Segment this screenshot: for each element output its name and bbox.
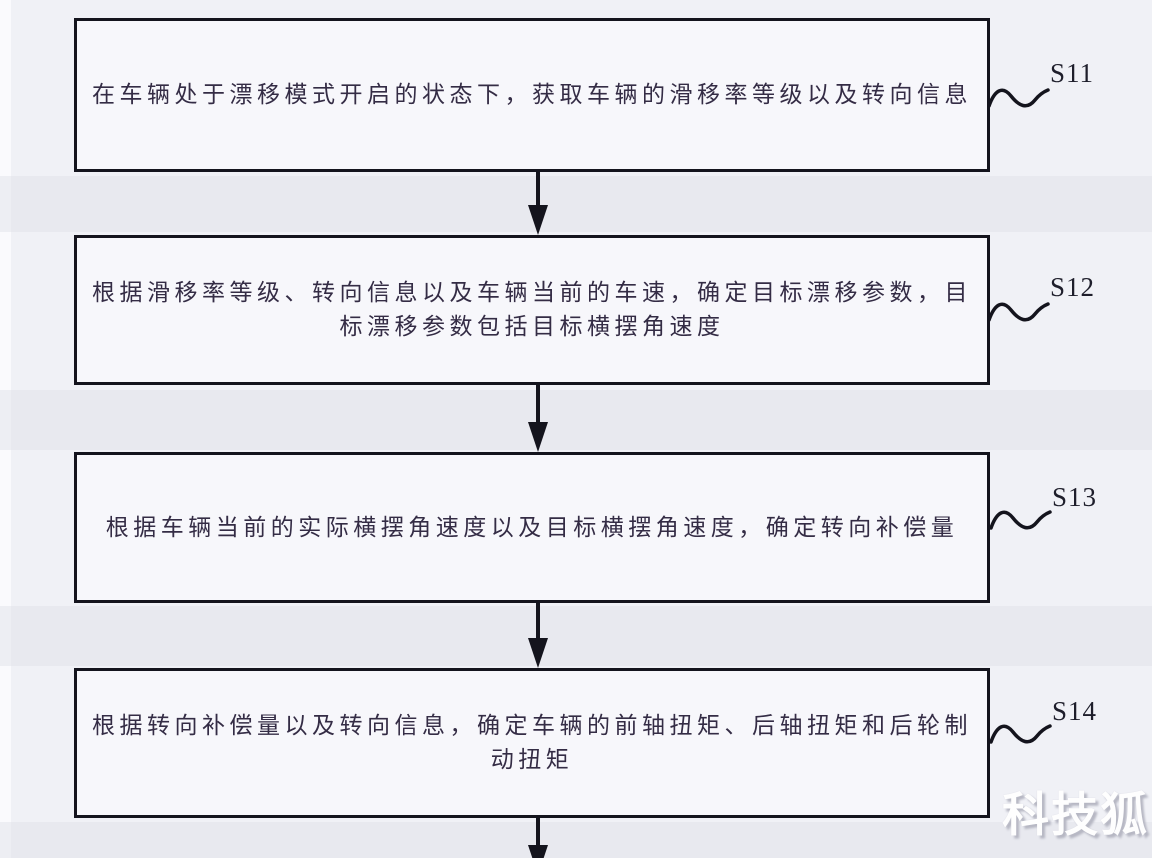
flow-step-text-s11: 在车辆处于漂移模式开启的状态下，获取车辆的滑移率等级以及转向信息 [92,82,972,107]
label-squiggle-icon [988,302,1050,322]
down-arrow-icon [528,603,548,668]
down-arrow-icon [528,385,548,452]
label-squiggle-icon [988,88,1050,108]
flow-step-box-s14: 根据转向补偿量以及转向信息，确定车辆的前轴扭矩、后轴扭矩和后轮制 动扭矩 [74,668,990,818]
background-band [0,822,1152,858]
background-band [0,606,1152,666]
down-arrow-tail-icon [528,818,548,858]
flow-step-text-s14: 根据转向补偿量以及转向信息，确定车辆的前轴扭矩、后轴扭矩和后轮制 动扭矩 [92,713,972,772]
watermark-text: 科技狐 [1002,790,1149,842]
flow-step-text-s12: 根据滑移率等级、转向信息以及车辆当前的车速，确定目标漂移参数，目 标漂移参数包括… [92,280,972,339]
background-band [0,176,1152,232]
background-left-sliver [0,0,11,858]
step-label-s12: S12 [1050,272,1096,302]
step-label-s14: S14 [1052,696,1098,726]
flow-step-text-s13: 根据车辆当前的实际横摆角速度以及目标横摆角速度，确定转向补偿量 [105,514,959,540]
label-squiggle-icon [990,510,1052,530]
step-label-s11: S11 [1050,58,1095,88]
label-squiggle-icon [990,724,1052,744]
flow-step-box-s13: 根据车辆当前的实际横摆角速度以及目标横摆角速度，确定转向补偿量 [74,452,990,603]
down-arrow-icon [528,172,548,235]
background-band [0,390,1152,450]
step-label-s13: S13 [1052,482,1098,512]
flow-step-box-s11: 在车辆处于漂移模式开启的状态下，获取车辆的滑移率等级以及转向信息 [74,18,990,172]
flow-step-box-s12: 根据滑移率等级、转向信息以及车辆当前的车速，确定目标漂移参数，目 标漂移参数包括… [74,235,990,385]
